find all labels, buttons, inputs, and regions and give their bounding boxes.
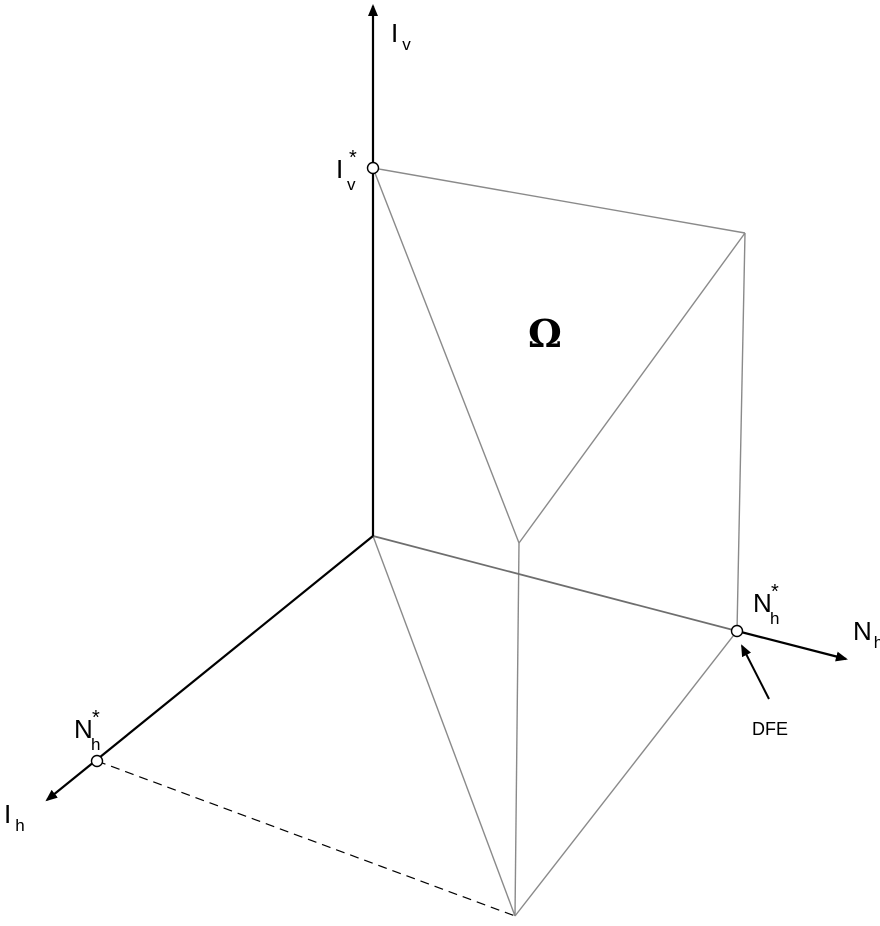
svg-text:v: v [347, 175, 356, 194]
label-nh-star-right: N * h [753, 581, 779, 628]
region-edges [96, 167, 746, 917]
region-label: Ω [528, 311, 562, 356]
dfe-arrow [741, 644, 770, 700]
svg-text:*: * [349, 147, 357, 169]
svg-text:*: * [92, 707, 100, 729]
edge-right-vertical [736, 232, 746, 632]
edge-bottom-left [372, 535, 516, 917]
edge-diagonal-left [372, 167, 520, 544]
svg-text:h: h [770, 609, 779, 628]
svg-text:*: * [771, 581, 779, 603]
axes [45, 4, 848, 802]
axis-left [45, 535, 374, 802]
point-iv-star [366, 161, 380, 175]
label-iv-star: I * v [336, 147, 357, 194]
edge-bottom-right [514, 630, 738, 917]
svg-text:N: N [74, 714, 93, 744]
point-nh-star-left [90, 754, 104, 768]
axis-right [736, 629, 848, 662]
dfe-label: DFE [752, 719, 788, 739]
edge-diagonal-right [518, 232, 746, 544]
edge-top [372, 167, 746, 234]
edge-floor [372, 535, 738, 632]
points [90, 161, 744, 768]
label-nh-star-left: N * h [74, 707, 100, 754]
svg-text:I: I [336, 154, 343, 184]
edge-center-vertical [514, 542, 520, 917]
edge-dashed [96, 760, 516, 917]
point-nh-star-right [730, 624, 744, 638]
svg-text:h: h [91, 735, 100, 754]
svg-text:N: N [753, 588, 772, 618]
